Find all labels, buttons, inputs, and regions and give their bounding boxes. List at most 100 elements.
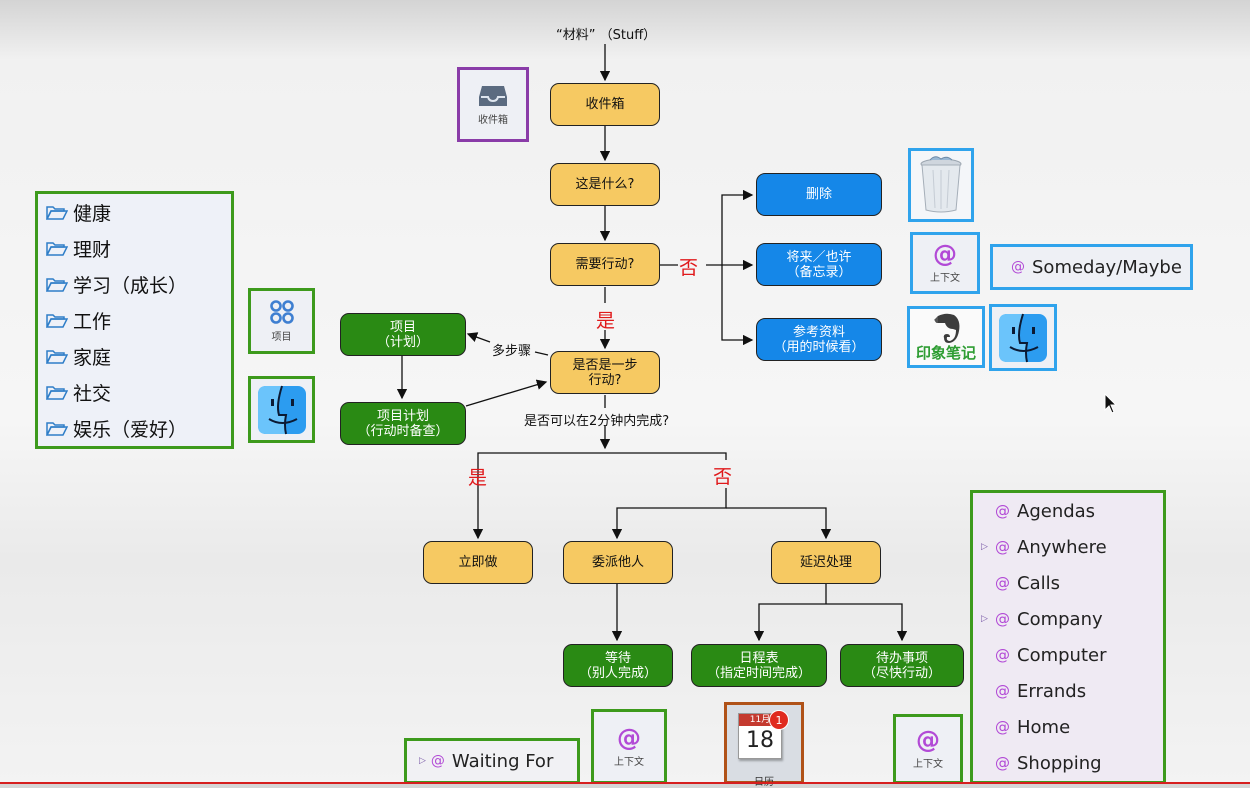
calendar-badge: 1 bbox=[769, 710, 789, 730]
at-icon: @ bbox=[995, 502, 1010, 520]
context-tile-caption: 上下文 bbox=[614, 756, 644, 768]
folder-icon bbox=[46, 205, 68, 220]
evernote-tile[interactable]: 印象笔记 bbox=[907, 306, 985, 368]
folder-icon bbox=[46, 421, 68, 436]
context-item[interactable]: @Errands bbox=[973, 673, 1163, 709]
folder-label: 家庭 bbox=[73, 346, 112, 369]
at-icon: @ bbox=[995, 754, 1010, 772]
at-icon: @ bbox=[995, 610, 1010, 628]
waiting-node[interactable]: 等待 （别人完成） bbox=[563, 644, 673, 687]
at-icon: @ bbox=[1011, 259, 1025, 275]
folder-item[interactable]: 社交 bbox=[38, 374, 231, 410]
do-it-node[interactable]: 立即做 bbox=[423, 541, 533, 584]
folder-item[interactable]: 学习（成长） bbox=[38, 266, 231, 302]
finder-tile-right[interactable] bbox=[989, 304, 1057, 371]
context-item[interactable]: @ Home bbox=[973, 709, 1163, 745]
projects-node[interactable]: 项目 （计划） bbox=[340, 313, 466, 356]
folder-icon bbox=[46, 349, 68, 364]
waiting-for-context[interactable]: ▷ @ Waiting For bbox=[404, 738, 580, 784]
someday-node[interactable]: 将来／也许 （备忘录） bbox=[756, 243, 882, 286]
yes-label-two-minutes: 是 bbox=[468, 467, 488, 489]
context-label: Computer bbox=[1017, 644, 1107, 666]
projects-tile[interactable]: 项目 bbox=[248, 288, 315, 354]
context-item[interactable]: @ Shopping bbox=[973, 745, 1163, 781]
defer-node[interactable]: 延迟处理 bbox=[771, 541, 881, 584]
context-item[interactable]: @Calls bbox=[973, 565, 1163, 601]
calendar-day: 18 bbox=[746, 728, 774, 753]
context-item[interactable]: @ Agendas bbox=[973, 493, 1163, 529]
areas-folder-list: 健康理财学习（成长） 工作家庭社交娱乐（爱好） bbox=[35, 191, 234, 449]
at-icon: @ bbox=[995, 682, 1010, 700]
folder-item[interactable]: 理财 bbox=[38, 230, 231, 266]
context-tile-caption: 上下文 bbox=[913, 759, 943, 770]
context-tile-waiting[interactable]: @ 上下文 bbox=[591, 709, 667, 784]
folder-label: 工作 bbox=[73, 310, 112, 333]
at-icon: @ bbox=[995, 538, 1010, 556]
at-icon: @ bbox=[916, 726, 940, 754]
stuff-title: “材料” （Stuff） bbox=[556, 28, 657, 43]
yes-label-actionable: 是 bbox=[596, 310, 616, 332]
folder-label: 娱乐（爱好） bbox=[73, 418, 188, 441]
at-icon: @ bbox=[995, 646, 1010, 664]
inbox-tray-icon bbox=[479, 85, 507, 106]
context-item[interactable]: ▷ @ Company bbox=[973, 601, 1163, 637]
context-label: Company bbox=[1017, 608, 1103, 630]
folder-icon bbox=[46, 241, 68, 256]
multi-step-label: 多步骤 bbox=[492, 344, 532, 359]
folder-item[interactable]: 娱乐（爱好） bbox=[38, 410, 231, 446]
context-item[interactable]: @ Computer bbox=[973, 637, 1163, 673]
two-minute-question: 是否可以在2分钟内完成? bbox=[524, 414, 670, 429]
folder-label: 健康 bbox=[73, 202, 112, 225]
progress-line bbox=[0, 782, 1250, 784]
context-label: Agendas bbox=[1017, 500, 1096, 522]
finder-icon bbox=[257, 385, 306, 434]
project-plans-node[interactable]: 项目计划 （行动时备查） bbox=[340, 402, 466, 445]
evernote-elephant-icon bbox=[934, 313, 960, 343]
context-label: Anywhere bbox=[1017, 536, 1107, 558]
at-icon: @ bbox=[617, 723, 641, 752]
disclosure-triangle-icon[interactable]: ▷ bbox=[981, 542, 988, 552]
no-label-two-minutes: 否 bbox=[713, 466, 733, 488]
delegate-node[interactable]: 委派他人 bbox=[563, 541, 673, 584]
someday-maybe-context[interactable]: @ Someday/Maybe bbox=[990, 244, 1193, 290]
folder-label: 理财 bbox=[73, 238, 112, 261]
next-actions-node[interactable]: 待办事项 （尽快行动） bbox=[840, 644, 964, 687]
inbox-tile[interactable]: 收件箱 bbox=[457, 67, 529, 142]
single-step-node[interactable]: 是否是一步 行动? bbox=[550, 351, 660, 394]
finder-tile-left[interactable] bbox=[248, 376, 315, 443]
trash-node[interactable]: 删除 bbox=[756, 173, 882, 216]
folder-item[interactable]: 工作 bbox=[38, 302, 231, 338]
context-label: Home bbox=[1017, 716, 1071, 738]
disclosure-triangle-icon[interactable]: ▷ bbox=[419, 756, 426, 766]
context-item[interactable]: ▷ @ Anywhere bbox=[973, 529, 1163, 565]
trash-can-icon bbox=[920, 156, 962, 213]
context-tile-someday[interactable]: @ 上下文 bbox=[910, 232, 980, 294]
at-icon: @ bbox=[430, 753, 445, 769]
disclosure-triangle-icon[interactable]: ▷ bbox=[981, 614, 988, 624]
at-icon: @ bbox=[933, 240, 957, 268]
waiting-for-label: Waiting For bbox=[451, 750, 554, 772]
folder-item[interactable]: 家庭 bbox=[38, 338, 231, 374]
someday-maybe-label: Someday/Maybe bbox=[1032, 256, 1182, 278]
context-tile-next-actions[interactable]: @ 上下文 bbox=[893, 714, 963, 784]
calendar-tile[interactable]: 11月 18 1 日历 bbox=[724, 702, 804, 788]
context-tile-caption: 上下文 bbox=[930, 273, 960, 284]
context-label: Shopping bbox=[1017, 752, 1102, 774]
folder-icon bbox=[46, 313, 68, 328]
reference-node[interactable]: 参考资料 （用的时候看） bbox=[756, 318, 882, 361]
trash-tile[interactable] bbox=[908, 148, 974, 222]
calendar-caption: 日历 bbox=[727, 773, 801, 788]
projects-tile-caption: 项目 bbox=[271, 332, 292, 343]
finder-icon bbox=[999, 313, 1047, 362]
actionable-node[interactable]: 需要行动? bbox=[550, 243, 660, 286]
contexts-list: @ Agendas ▷ @ Anywhere @Calls ▷ @ Company @ Comput… bbox=[970, 490, 1166, 784]
folder-label: 社交 bbox=[73, 382, 112, 405]
at-icon: @ bbox=[995, 718, 1010, 736]
folder-item[interactable]: 健康 bbox=[38, 194, 231, 230]
calendar-node[interactable]: 日程表 （指定时间完成） bbox=[691, 644, 827, 687]
inbox-node[interactable]: 收件箱 bbox=[550, 83, 660, 126]
what-is-it-node[interactable]: 这是什么? bbox=[550, 163, 660, 206]
mouse-cursor-icon bbox=[1104, 393, 1118, 414]
no-label-actionable: 否 bbox=[679, 257, 699, 279]
